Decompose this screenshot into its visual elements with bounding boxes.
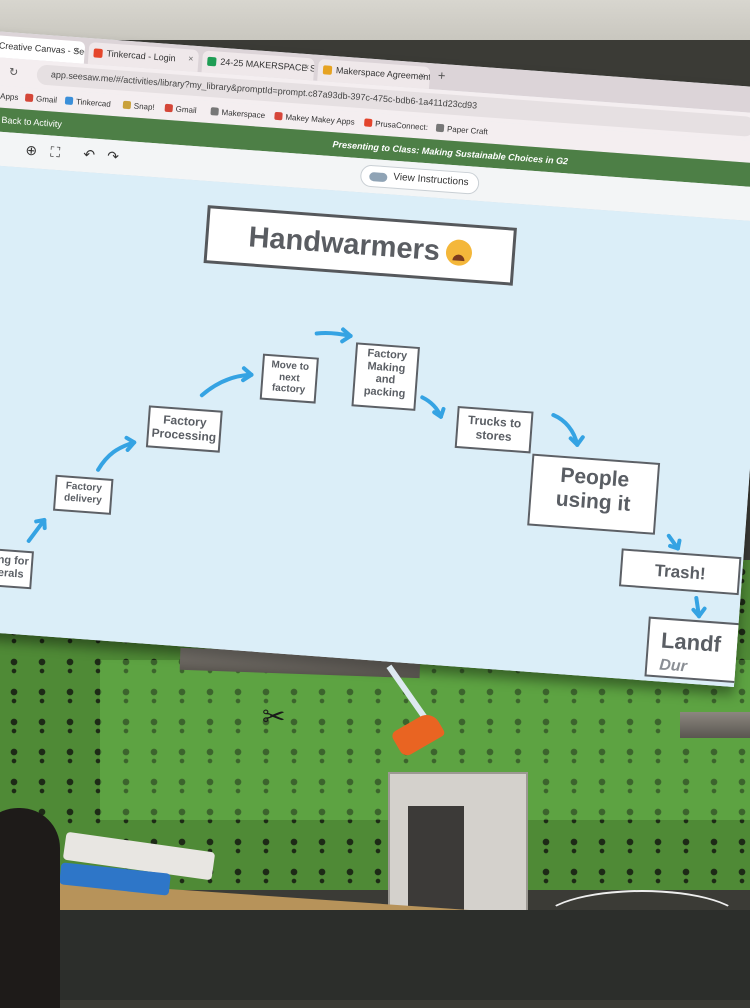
close-icon[interactable]: × xyxy=(74,44,81,56)
redo-icon[interactable]: ↷ xyxy=(106,147,120,165)
sheets-favicon-icon xyxy=(206,56,217,67)
gmail-icon xyxy=(24,93,34,103)
bookmark-item[interactable]: Gmail xyxy=(164,103,197,115)
arrow-head-icon xyxy=(124,435,137,452)
folder-icon xyxy=(210,107,219,116)
gmail-icon xyxy=(164,103,174,113)
view-instructions-button[interactable]: View Instructions xyxy=(359,164,481,195)
folder-icon xyxy=(435,123,445,133)
arrow-icon xyxy=(26,518,47,543)
bookmark-item[interactable]: PrusaConnect: xyxy=(363,118,428,132)
projection-screen: Creative Canvas - Seesaw× Tinkercad - Lo… xyxy=(0,30,750,687)
bookmark-item[interactable]: Makerspace xyxy=(210,107,265,120)
arrow-head-icon xyxy=(340,327,353,344)
new-tab-button[interactable]: + xyxy=(437,67,447,84)
undo-icon[interactable]: ↶ xyxy=(82,145,96,163)
tinkercad-favicon-icon xyxy=(93,48,103,59)
bookmark-item[interactable]: Tinkercad xyxy=(64,96,111,109)
zoom-in-icon[interactable]: ⊕ xyxy=(24,141,38,159)
close-icon[interactable]: × xyxy=(419,70,426,81)
makey-makey-icon xyxy=(274,111,283,121)
bookmark-item[interactable]: Paper Craft xyxy=(435,123,488,136)
bookmark-item[interactable]: Gmail xyxy=(24,93,57,105)
scissors-icon: ✂ xyxy=(262,701,286,732)
arrow-head-icon xyxy=(241,366,254,383)
bookmark-item[interactable]: Apps xyxy=(0,91,19,102)
arrow-head-icon xyxy=(432,406,446,419)
close-icon[interactable]: × xyxy=(303,61,310,73)
bookmark-item[interactable]: Snap! xyxy=(122,100,155,112)
arrow-head-icon xyxy=(668,538,682,551)
arrow-head-icon xyxy=(568,435,585,447)
back-to-activity-link[interactable]: Back to Activity xyxy=(1,114,63,130)
instructions-icon xyxy=(368,171,388,183)
flow-arrows xyxy=(26,327,707,619)
bookmark-item[interactable]: Makey Makey Apps xyxy=(274,111,355,127)
arrow-icon xyxy=(199,372,254,398)
tool-rail xyxy=(680,712,750,738)
arrow-icon xyxy=(96,440,137,472)
reload-icon[interactable]: ↻ xyxy=(8,66,19,79)
arrow-head-icon xyxy=(34,518,47,531)
white-cable xyxy=(540,890,744,954)
slides-favicon-icon xyxy=(322,65,333,75)
fullscreen-icon[interactable]: ⛶ xyxy=(49,143,61,161)
prusa-icon xyxy=(363,118,373,127)
drawing-canvas[interactable]: Handwarmers Mining for Minerals Factory … xyxy=(0,163,750,687)
close-icon[interactable]: × xyxy=(187,53,194,64)
snap-icon xyxy=(122,100,132,110)
arrow-head-icon xyxy=(691,606,707,619)
tinkercad-icon xyxy=(64,96,74,105)
student-head xyxy=(0,808,60,1008)
